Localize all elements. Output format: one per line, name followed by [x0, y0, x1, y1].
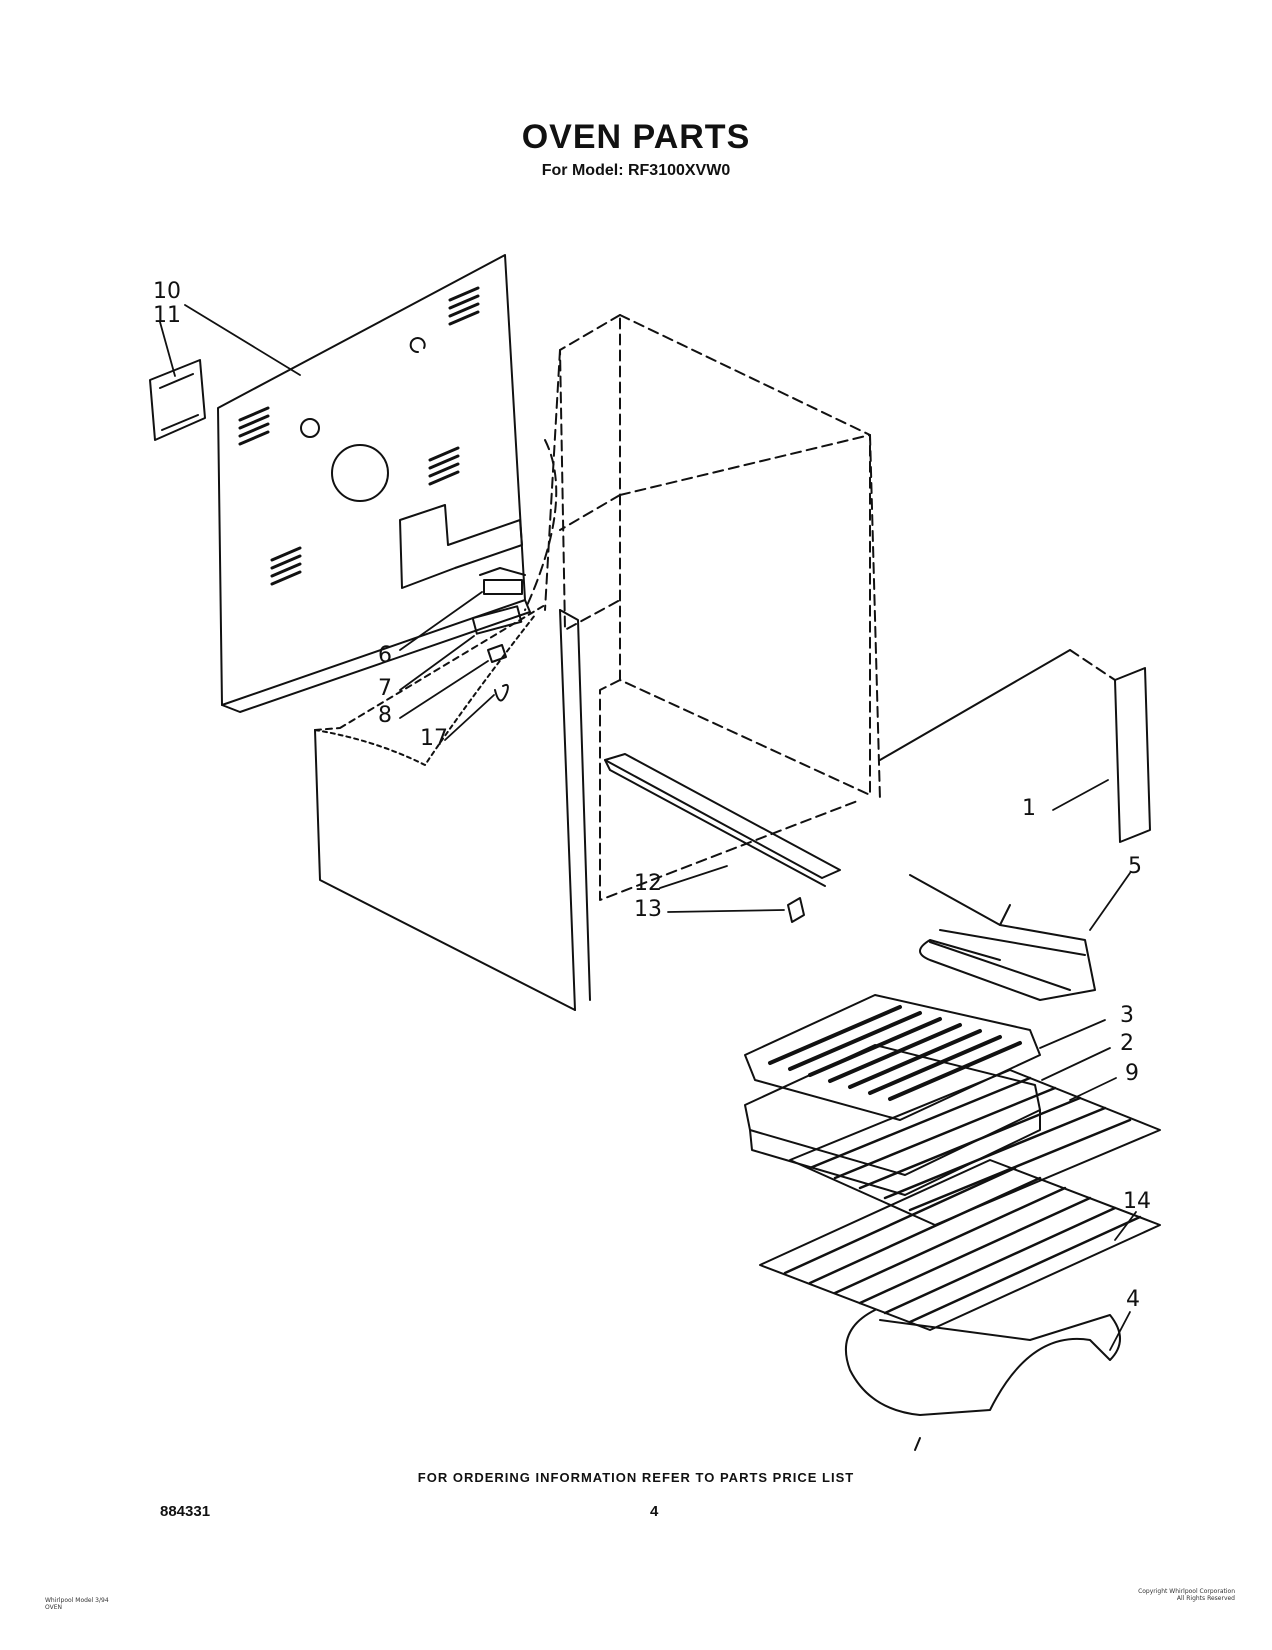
- lower-rack-part: [759, 1159, 1161, 1331]
- callout-6: 6: [378, 643, 392, 668]
- callout-labels: 10 11 6 7 8 17 12 13 1 5 3 2 9 14 4: [153, 279, 1151, 1312]
- callout-14: 14: [1123, 1189, 1151, 1214]
- fine-print-right-line: All Rights Reserved: [1176, 1595, 1235, 1602]
- callout-17: 17: [420, 726, 448, 751]
- broil-element-part: [909, 874, 1096, 1001]
- broiler-grid-part: [744, 994, 1041, 1121]
- callout-12: 12: [634, 871, 662, 896]
- oven-rail-part: [604, 753, 841, 887]
- callout-1: 1: [1022, 796, 1036, 821]
- callout-2: 2: [1120, 1031, 1134, 1056]
- ordering-note: FOR ORDERING INFORMATION REFER TO PARTS …: [417, 1470, 855, 1485]
- bake-element-part: [845, 1309, 1121, 1451]
- callout-5: 5: [1128, 854, 1142, 879]
- clip-part: [487, 644, 507, 663]
- upper-rack-part: [789, 1069, 1161, 1226]
- callout-10: 10: [153, 279, 181, 304]
- cover-plate-part: [149, 359, 206, 441]
- callout-11: 11: [153, 303, 181, 328]
- page-title: OVEN PARTS: [521, 118, 751, 156]
- leader-lines: [159, 304, 1137, 1351]
- fine-print-right-line: Copyright Whirlpool Corporation: [1138, 1588, 1235, 1595]
- callout-3: 3: [1120, 1003, 1134, 1028]
- callout-8: 8: [378, 703, 392, 728]
- callout-4: 4: [1126, 1287, 1140, 1312]
- page-number: 4: [650, 1503, 659, 1520]
- fine-print-left-line: OVEN: [45, 1604, 63, 1611]
- callout-7: 7: [378, 676, 392, 701]
- document-number: 884331: [160, 1503, 211, 1520]
- spring-part: [494, 683, 509, 702]
- side-panel-part: [314, 604, 591, 1011]
- model-subtitle: For Model: RF3100XVW0: [541, 162, 731, 179]
- fine-print-left-line: Whirlpool Model 3/94: [45, 1597, 109, 1604]
- rail-clip-part: [787, 897, 805, 923]
- side-bracket-part: [879, 649, 1151, 843]
- fine-print-right: Copyright Whirlpool Corporation All Righ…: [1025, 1588, 1235, 1602]
- terminal-block-part: [479, 567, 526, 595]
- callout-13: 13: [634, 897, 662, 922]
- fine-print-left: Whirlpool Model 3/94 OVEN: [45, 1597, 109, 1611]
- rear-panel-part: [217, 254, 531, 713]
- broiler-pan-part: [744, 1044, 1041, 1196]
- callout-9: 9: [1125, 1061, 1139, 1086]
- bracket-part: [471, 605, 523, 635]
- oven-cavity-outline: [524, 314, 881, 901]
